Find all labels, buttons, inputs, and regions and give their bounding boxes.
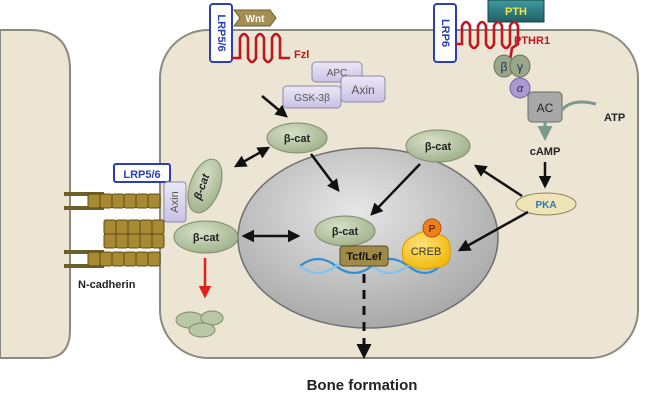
- arrow-pka-to-bcat: [473, 164, 523, 198]
- lrp56-left-receptor: [113, 163, 171, 183]
- neighbor-cell: [0, 29, 71, 359]
- wnt-ligand: [233, 9, 277, 27]
- tcf-lef: [339, 245, 389, 267]
- g-gamma-label: γ: [517, 60, 523, 74]
- phosphate-label: P: [429, 224, 436, 235]
- arrow-bcat-axin-exchange: [233, 146, 271, 168]
- arrow-pka-to-creb: [457, 210, 529, 252]
- pth-label: PTH: [505, 6, 527, 18]
- apc-label: APC: [327, 68, 348, 79]
- frizzled-receptor: [232, 32, 290, 64]
- pthr1-label: PTHR1: [514, 35, 550, 47]
- atp-label: ATP: [604, 112, 625, 124]
- creb-label: CREB: [411, 246, 442, 258]
- pka-label: PKA: [535, 200, 556, 211]
- beta-catenin-pka-released: [405, 129, 471, 163]
- axin-top-box: [340, 75, 386, 103]
- pthr1-receptor: [456, 20, 520, 61]
- beta-catenin-pka-released-label: β-cat: [425, 141, 452, 153]
- lrp6-label: LRP6: [439, 19, 451, 47]
- ac-label: AC: [537, 101, 554, 115]
- arrow-destruction-to-bcat: [261, 95, 288, 118]
- creb: [401, 230, 451, 270]
- g-beta-label: β: [501, 60, 508, 74]
- axin-left-box: [163, 181, 187, 223]
- atp-to-camp-arrow: [560, 100, 597, 112]
- phosphate: [422, 218, 442, 238]
- arrow-bcat-to-nucleus: [310, 153, 340, 192]
- tcf-lef-label: Tcf/Lef: [346, 251, 382, 263]
- beta-catenin-cytoplasm: [266, 122, 328, 154]
- g-alpha: [509, 77, 531, 99]
- degraded-beta-catenin: [175, 310, 224, 338]
- beta-catenin-axin-bound: [187, 158, 223, 214]
- axin-left-label: Axin: [169, 191, 181, 212]
- lrp56-left-label: LRP5/6: [123, 169, 160, 181]
- beta-catenin-cytoplasm-label: β-cat: [284, 133, 311, 145]
- beta-catenin-nuclear-label: β-cat: [332, 226, 359, 238]
- axin-top-label: Axin: [351, 83, 374, 97]
- wnt-label: Wnt: [246, 14, 266, 25]
- arrow-bcat-right-to-nucleus: [370, 163, 421, 216]
- g-alpha-label: α: [517, 83, 524, 95]
- fzl-label: Fzl: [294, 49, 309, 61]
- gsk3b-label: GSK-3β: [294, 93, 330, 104]
- beta-catenin-membrane: [173, 220, 239, 254]
- beta-catenin-membrane-label: β-cat: [193, 232, 220, 244]
- n-cadherin-label: N-cadherin: [78, 279, 136, 291]
- pka: [515, 192, 577, 216]
- g-gamma: [509, 54, 531, 78]
- lrp56-top-receptor: [209, 3, 233, 63]
- n-cadherin-complex: [64, 192, 165, 268]
- lrp6-receptor: [433, 3, 457, 63]
- bone-formation-label: Bone formation: [307, 377, 418, 394]
- lrp56-top-label: LRP5/6: [215, 14, 227, 51]
- camp-label: cAMP: [530, 146, 561, 158]
